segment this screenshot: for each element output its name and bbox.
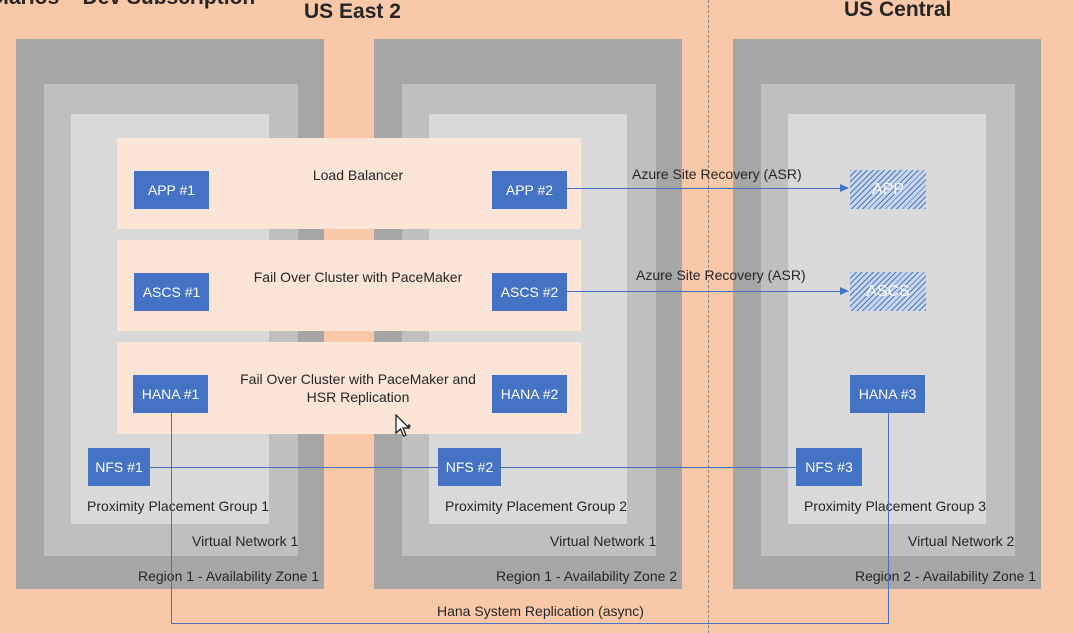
vnet-1-zone-2-label: Virtual Network 1: [550, 533, 657, 549]
mouse-cursor-icon: [395, 414, 411, 437]
hsr-label: Hana System Replication (async): [437, 603, 644, 619]
asr-ascs-label: Azure Site Recovery (ASR): [636, 267, 806, 283]
nfs-2-node[interactable]: NFS #2: [438, 448, 501, 486]
asr-ascs-line: [567, 291, 845, 292]
hsr-line-bottom: [171, 623, 889, 624]
hana-cluster-label: Fail Over Cluster with PaceMaker and HSR…: [240, 371, 476, 405]
ascs-dr-node[interactable]: ASCS: [850, 272, 926, 311]
ppg-2-label: Proximity Placement Group 2: [445, 498, 628, 514]
ppg-1-label: Proximity Placement Group 1: [87, 498, 270, 514]
nfs-3-node[interactable]: NFS #3: [796, 448, 862, 486]
region-title-us-east-2: US East 2: [304, 0, 401, 23]
asr-app-arrowhead: [840, 184, 849, 192]
ppg-3-label: Proximity Placement Group 3: [804, 498, 987, 514]
app-2-node[interactable]: APP #2: [492, 171, 567, 209]
app-dr-node[interactable]: APP: [850, 170, 926, 209]
zone-3-label: Region 2 - Availability Zone 1: [855, 568, 1037, 584]
asr-app-label: Azure Site Recovery (ASR): [632, 166, 802, 182]
zone-1-label: Region 1 - Availability Zone 1: [138, 568, 320, 584]
vnet-1-zone-1-label: Virtual Network 1: [192, 533, 299, 549]
hana-3-node[interactable]: HANA #3: [850, 375, 925, 413]
app-1-node[interactable]: APP #1: [134, 171, 209, 209]
hsr-line-right: [888, 412, 889, 624]
hana-1-node[interactable]: HANA #1: [133, 375, 208, 413]
asr-ascs-arrowhead: [840, 287, 849, 295]
load-balancer-label: Load Balancer: [312, 167, 404, 183]
zone-2-label: Region 1 - Availability Zone 2: [496, 568, 678, 584]
ascs-1-node[interactable]: ASCS #1: [134, 273, 209, 311]
subscription-title: Clarios – Dev Subscription: [0, 0, 255, 10]
vnet-2-label: Virtual Network 2: [908, 533, 1015, 549]
hsr-line-left: [171, 412, 172, 624]
hana-2-node[interactable]: HANA #2: [492, 375, 567, 413]
ascs-cluster-label: Fail Over Cluster with PaceMaker: [253, 269, 463, 285]
region-title-us-central: US Central: [844, 0, 952, 21]
ascs-2-node[interactable]: ASCS #2: [492, 273, 567, 311]
asr-app-line: [567, 188, 845, 189]
region-divider: [708, 0, 709, 633]
nfs-1-node[interactable]: NFS #1: [88, 448, 150, 486]
